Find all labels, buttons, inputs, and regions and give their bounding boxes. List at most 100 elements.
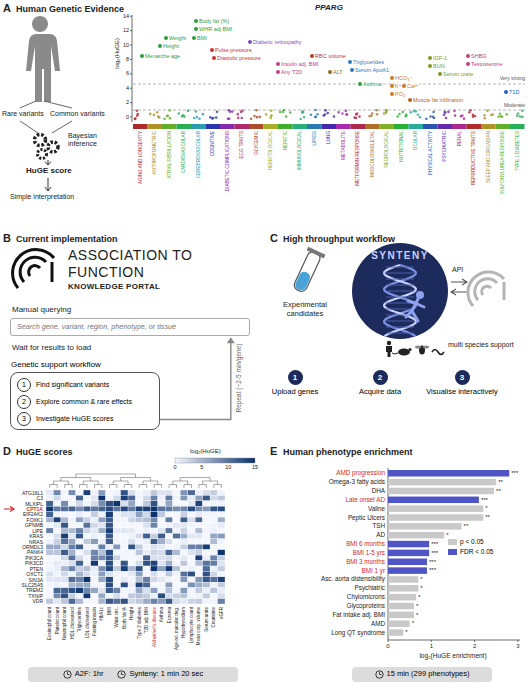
category-label: HEMATOLOGICAL [268,131,273,170]
chart-mark [128,577,135,582]
chart-mark [180,571,187,576]
chart-mark [173,523,180,528]
chart-mark [121,495,128,500]
axis-tick: 1 [430,643,433,650]
chart-mark [188,593,195,598]
chart-mark [158,523,165,528]
chart-mark [128,571,135,576]
chart-mark [165,593,172,598]
chart-mark [521,110,524,113]
chart-mark [128,566,135,571]
chart-mark [203,495,210,500]
chart-mark [210,506,217,511]
point-label: Diabetic retinopathy [253,39,302,45]
category-label: DIABETIC COMPLICATIONS [225,131,230,191]
chart-mark [496,124,511,129]
chart-mark [128,550,135,555]
chart-mark [299,118,302,121]
figure-part [290,247,326,295]
bar-label: Valine [368,505,385,513]
chart-mark [150,539,157,544]
chart-mark [379,672,381,674]
chart-mark [164,36,168,40]
chart-mark [143,490,150,495]
chart-mark [346,113,349,116]
chart-mark [195,566,202,571]
chart-mark [143,481,158,485]
chart-mark [414,110,417,113]
chart-mark [210,512,217,517]
chart-mark [106,599,113,604]
chart-mark [94,485,101,489]
step-label: Investigate HuGE scores [36,415,113,423]
significance-stars: *** [481,496,488,504]
chart-mark [150,571,157,576]
chart-mark [516,114,519,117]
chart-mark [76,550,83,555]
chart-mark [218,593,225,598]
colorbar-tick: 0 [173,464,176,470]
chart-mark [203,550,210,555]
chart-mark [188,566,195,571]
chart-mark [68,582,75,587]
chart-mark [276,62,280,66]
bar-label: BMI 1-5 yrs [353,549,385,557]
chart-mark [98,561,105,566]
chart-mark [401,111,404,114]
gene-label: NRAS [29,539,43,545]
chart-mark [249,124,264,129]
chart-mark [388,559,427,566]
chart-mark [388,514,483,521]
chart-mark [386,267,414,268]
point-label: Pulse pressure [215,47,252,53]
chart-mark [486,109,489,112]
chart-mark [351,124,366,129]
chart-mark [195,523,202,528]
chart-mark [61,478,91,482]
bar-label: Peptic Ulcers [348,514,385,522]
chart-mark [180,561,187,566]
chart-mark [388,567,427,574]
chart-mark [122,672,124,674]
figure-part [4,19,525,636]
chart-mark [195,490,202,495]
chart-mark [76,588,83,593]
chart-mark [376,113,379,116]
chart-mark [61,566,68,571]
figure-part [35,135,59,159]
axis-tick: 12 [123,27,129,33]
figure-part [475,279,497,300]
chart-mark [368,115,371,118]
chart-mark [173,481,188,485]
chart-mark [218,506,225,511]
chart-mark [83,582,90,587]
chart-mark [140,54,144,58]
chart-mark [195,599,202,604]
legend-swatch [448,549,457,555]
chart-mark [180,599,187,604]
point-label: Triglycerides [353,59,384,65]
chart-mark [158,544,165,549]
chart-mark [76,523,83,528]
category-label: LIPIDS [312,131,317,146]
chart-mark [158,555,165,560]
bar-label: TSH [372,522,385,530]
chart-mark [388,541,429,548]
column-label: T2D adj. BMI [144,607,149,633]
point-label: ALT [333,69,343,75]
chart-mark [173,539,180,544]
chart-mark [61,506,68,511]
significance-stars: ** [496,487,501,495]
workflow-heading: Genetic support workflow [11,360,101,369]
chart-mark [121,593,128,598]
chart-mark [150,582,157,587]
chart-mark [165,501,172,506]
chart-mark [181,115,184,118]
chart-mark [68,550,75,555]
category-label: SLEEP AND CIRCADIAN [486,131,491,183]
workflow-step: 2Acquire data [340,370,420,397]
significance-stars: ** [498,478,503,486]
chart-mark [83,544,90,549]
chart-mark [388,612,414,619]
chart-mark [210,528,217,533]
